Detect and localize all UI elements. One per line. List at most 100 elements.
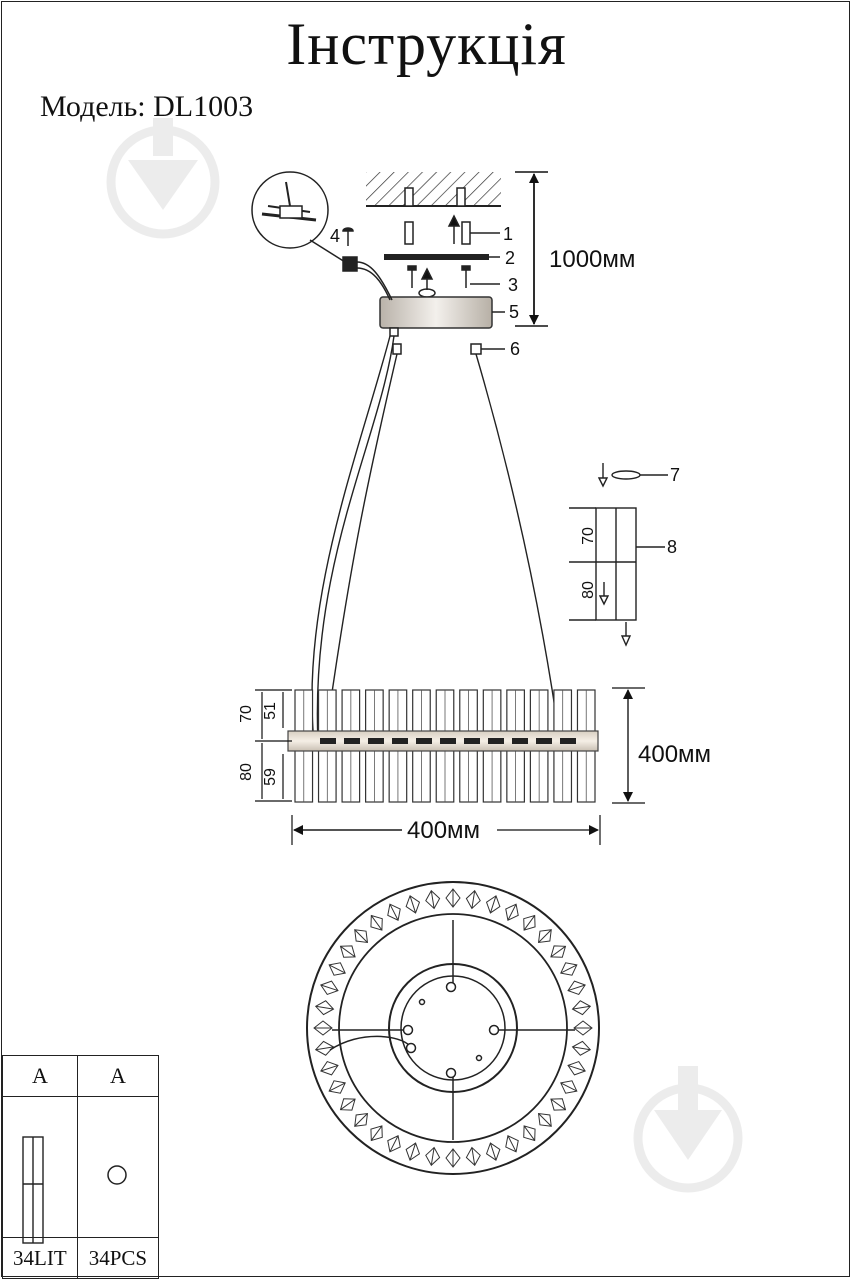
callout-6: 6 [510, 339, 521, 359]
top-crystal [387, 1135, 401, 1153]
ceiling [366, 172, 501, 207]
top-crystal [405, 895, 421, 914]
band-dash [344, 738, 360, 744]
model-label: Модель: DL1003 [40, 90, 254, 123]
parts-table: A A 34LIT 34PCS [2, 1055, 160, 1279]
band-dash [320, 738, 336, 744]
top-crystal [339, 1098, 356, 1111]
fixture-top-view [306, 881, 600, 1175]
top-crystal [314, 1040, 335, 1056]
top-crystal [370, 914, 383, 931]
screws [407, 265, 500, 298]
callout-1: 1 [503, 224, 514, 244]
top-crystal [313, 1020, 333, 1036]
top-crystal [550, 1098, 567, 1111]
parts-header-crystal: A [2, 1055, 78, 1097]
band-dash [536, 738, 552, 744]
top-crystal [560, 962, 578, 976]
side-dimension-lines [255, 687, 645, 845]
band-dash [560, 738, 576, 744]
height-label: 400мм [638, 741, 712, 768]
crystal-lower-label: 80 [238, 763, 255, 781]
band-dash [440, 738, 456, 744]
crystal-detail [569, 463, 668, 647]
upper-inner-label: 51 [262, 702, 279, 720]
top-crystal [537, 929, 552, 944]
top-crystal [485, 895, 501, 914]
top-view-screws [402, 981, 500, 1079]
top-crystal [354, 1112, 369, 1127]
top-crystal [425, 1146, 441, 1167]
parts-table-images [2, 1096, 160, 1238]
watermark-icon [106, 118, 220, 239]
diameter-label: 400мм [407, 817, 481, 844]
mounting-plate [384, 254, 500, 260]
top-crystal [465, 1146, 481, 1167]
top-crystal [328, 962, 346, 976]
top-crystal [445, 888, 461, 908]
top-crystal [537, 1112, 552, 1127]
callout-4: 4 [330, 226, 341, 246]
callout-7: 7 [670, 465, 681, 485]
band-dash [416, 738, 432, 744]
crystal-upper-label: 70 [238, 705, 255, 723]
top-crystal [571, 1000, 592, 1016]
canopy [379, 296, 505, 329]
band-dash [392, 738, 408, 744]
top-crystal [425, 889, 441, 910]
callout-3: 3 [508, 275, 519, 295]
top-crystal [485, 1142, 501, 1161]
top-crystal [339, 945, 356, 958]
band-dashes [320, 738, 576, 744]
fixture-side-view [287, 689, 599, 803]
top-crystal [370, 1125, 383, 1142]
hanging-length-label: 1000мм [549, 246, 636, 273]
callout-2: 2 [505, 248, 516, 268]
top-crystal [560, 1080, 578, 1094]
cable-clamps [389, 327, 505, 355]
mounting-screw-4 [342, 227, 354, 246]
parts-qty-crystal: 34LIT [2, 1237, 78, 1279]
detail-lower-label: 80 [580, 581, 597, 599]
top-crystal [445, 1148, 461, 1168]
wire-connection-detail [251, 171, 393, 301]
top-crystal [320, 980, 339, 996]
parts-cell-crystal [2, 1096, 78, 1238]
top-crystal [567, 980, 586, 996]
top-crystal [354, 929, 369, 944]
top-crystal [465, 889, 481, 910]
callout-5: 5 [509, 302, 520, 322]
top-crystal [505, 903, 519, 921]
top-crystal [550, 945, 567, 958]
ring-7 [611, 470, 641, 480]
band-dash [512, 738, 528, 744]
top-crystal [571, 1040, 592, 1056]
top-crystal [567, 1060, 586, 1076]
top-crystal [405, 1142, 421, 1161]
hanging-length-dimension [515, 171, 548, 327]
callout-8: 8 [667, 537, 678, 557]
top-crystal [523, 1125, 536, 1142]
band-dash [368, 738, 384, 744]
wall-anchors [404, 214, 500, 245]
parts-table-quantities: 34LIT 34PCS [2, 1237, 160, 1279]
parts-header-ring: A [76, 1055, 160, 1097]
band-dash [488, 738, 504, 744]
detail-upper-label: 70 [580, 527, 597, 545]
watermark-icon [633, 1066, 743, 1193]
top-crystal [320, 1060, 339, 1076]
top-crystal [523, 914, 536, 931]
suspension-cables [311, 335, 561, 743]
top-crystal [387, 903, 401, 921]
top-view-crystals [313, 888, 593, 1168]
parts-table-header: A A [2, 1055, 160, 1097]
top-crystal [573, 1020, 593, 1036]
band-dash [464, 738, 480, 744]
top-crystal [314, 1000, 335, 1016]
parts-qty-ring: 34PCS [76, 1237, 160, 1279]
top-crystal [505, 1135, 519, 1153]
